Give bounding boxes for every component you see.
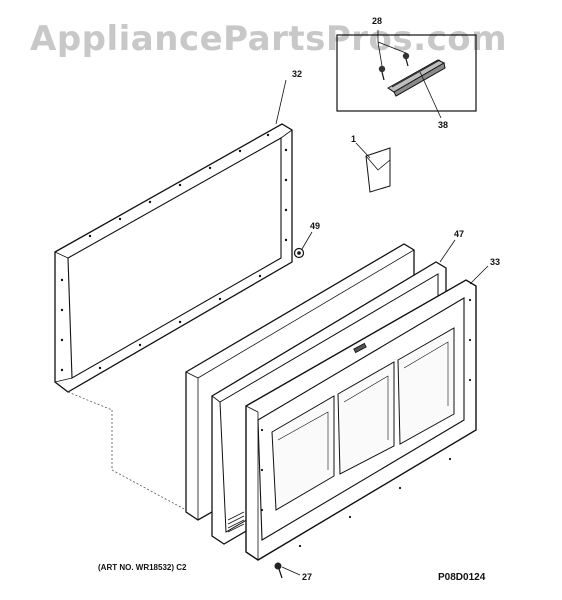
door-windows [271,327,455,511]
part-49-bumper [293,231,313,259]
part-33-front-door [245,265,489,561]
callout-27: 27 [302,572,312,582]
callout-28: 28 [372,16,382,26]
callout-49: 49 [310,221,320,231]
callout-33: 33 [490,257,500,267]
alignment-lines [67,391,187,511]
screw-icon [378,65,386,81]
callout-38: 38 [438,120,448,130]
part-32-gasket-frame [54,79,293,393]
inset-detail-box [336,30,477,119]
screw-icon [402,52,410,67]
art-number: (ART NO. WR18532) C2 [98,563,187,572]
callout-32: 32 [292,69,302,79]
part-27-screw [274,562,301,579]
callout-47: 47 [454,229,464,239]
watermark-text: AppliancePartsPros.com [30,19,507,59]
callout-1: 1 [351,134,356,144]
part-1-label-card [355,142,391,193]
drawing-code: P08D0124 [438,572,486,583]
